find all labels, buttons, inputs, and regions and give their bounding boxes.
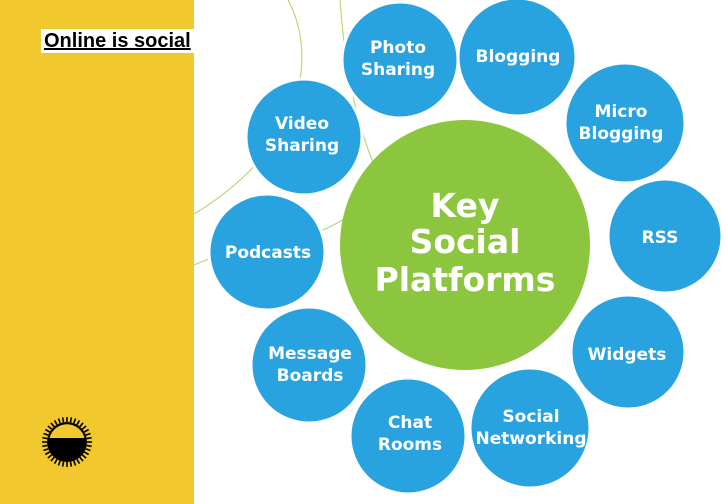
node-label-line: Message xyxy=(268,344,352,364)
center-node: Key Social Platforms xyxy=(340,120,590,370)
yellow-sidebar xyxy=(0,0,194,504)
node-label-line: Sharing xyxy=(265,136,339,156)
center-line-3: Platforms xyxy=(375,260,556,299)
node-label-line: Photo xyxy=(370,38,426,58)
node-label-line: Video xyxy=(275,114,329,134)
half-filled-sun-icon xyxy=(42,417,92,467)
bubble xyxy=(563,61,687,185)
node-label-line: Networking xyxy=(475,429,586,449)
node-label-line: Social xyxy=(502,407,559,427)
node-label-line: Sharing xyxy=(361,60,435,80)
center-line-1: Key xyxy=(431,186,500,225)
node-label-line: Blogging xyxy=(579,124,664,144)
node-label-line: RSS xyxy=(642,228,679,248)
node-label-line: Rooms xyxy=(378,435,442,455)
bubble xyxy=(207,192,327,312)
node-blogging: Blogging xyxy=(456,0,578,118)
slide-title: Online is social xyxy=(41,29,243,53)
node-label-line: Micro xyxy=(595,102,648,122)
bubble xyxy=(249,305,369,425)
node-podcasts: Podcasts xyxy=(207,192,327,312)
node-label-line: Blogging xyxy=(476,47,561,67)
node-rss: RSS xyxy=(606,177,724,295)
node-video-sharing: Video Sharing xyxy=(244,77,364,197)
center-line-2: Social xyxy=(410,222,521,261)
node-widgets: Widgets xyxy=(569,293,687,411)
node-photo-sharing: Photo Sharing xyxy=(340,0,460,120)
node-label-line: Boards xyxy=(277,366,344,386)
bubble xyxy=(244,77,364,197)
bubble xyxy=(569,293,687,411)
node-chat-rooms: Chat Rooms xyxy=(348,376,468,496)
bubble xyxy=(606,177,724,295)
bubble xyxy=(348,376,468,496)
node-message-boards: Message Boards xyxy=(249,305,369,425)
node-label-line: Chat xyxy=(388,413,432,433)
node-label-line: Podcasts xyxy=(225,243,311,263)
node-label-line: Widgets xyxy=(588,345,667,365)
node-social-networking: Social Networking xyxy=(468,366,592,490)
node-micro-blogging: Micro Blogging xyxy=(563,61,687,185)
center-circle xyxy=(340,120,590,370)
bubble xyxy=(456,0,578,118)
bubble xyxy=(468,366,592,490)
